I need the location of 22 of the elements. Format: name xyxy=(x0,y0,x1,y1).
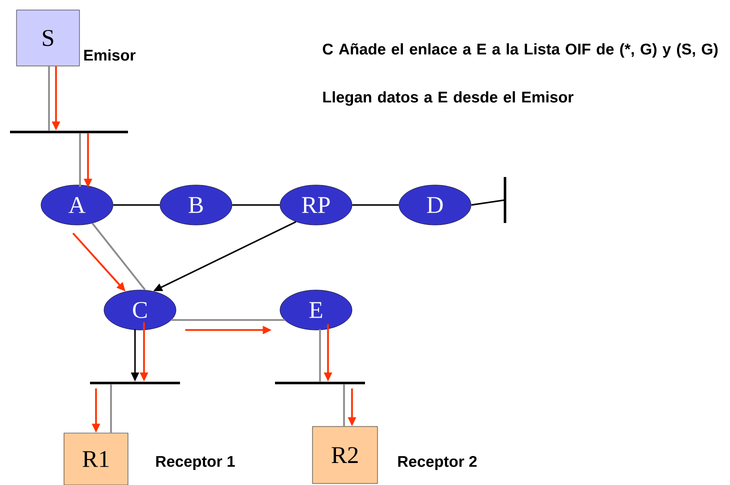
host-box: S xyxy=(16,10,80,66)
link-line xyxy=(92,222,146,290)
note-text: C Añade el enlace a E a la Lista OIF de (*, G) y (S, G) xyxy=(322,43,718,58)
network-segment xyxy=(275,382,365,384)
link-line xyxy=(113,204,160,206)
host-box: R1 xyxy=(64,432,128,485)
link-line xyxy=(48,66,50,131)
network-segment xyxy=(504,177,506,223)
host-box: R2 xyxy=(312,426,378,484)
node-caption: Receptor 2 xyxy=(398,456,477,470)
link-line xyxy=(171,319,285,321)
network-segment xyxy=(10,130,128,134)
note-text: Llegan datos a E desde el Emisor xyxy=(323,91,574,106)
node-caption: Receptor 1 xyxy=(156,456,235,470)
link-line xyxy=(352,204,399,206)
link-line xyxy=(232,204,280,206)
link-line xyxy=(79,133,81,187)
link-line xyxy=(343,384,345,426)
link-line xyxy=(471,199,506,206)
link-line xyxy=(110,384,112,433)
node-caption: Emisor xyxy=(84,49,136,61)
link-line xyxy=(319,329,321,382)
